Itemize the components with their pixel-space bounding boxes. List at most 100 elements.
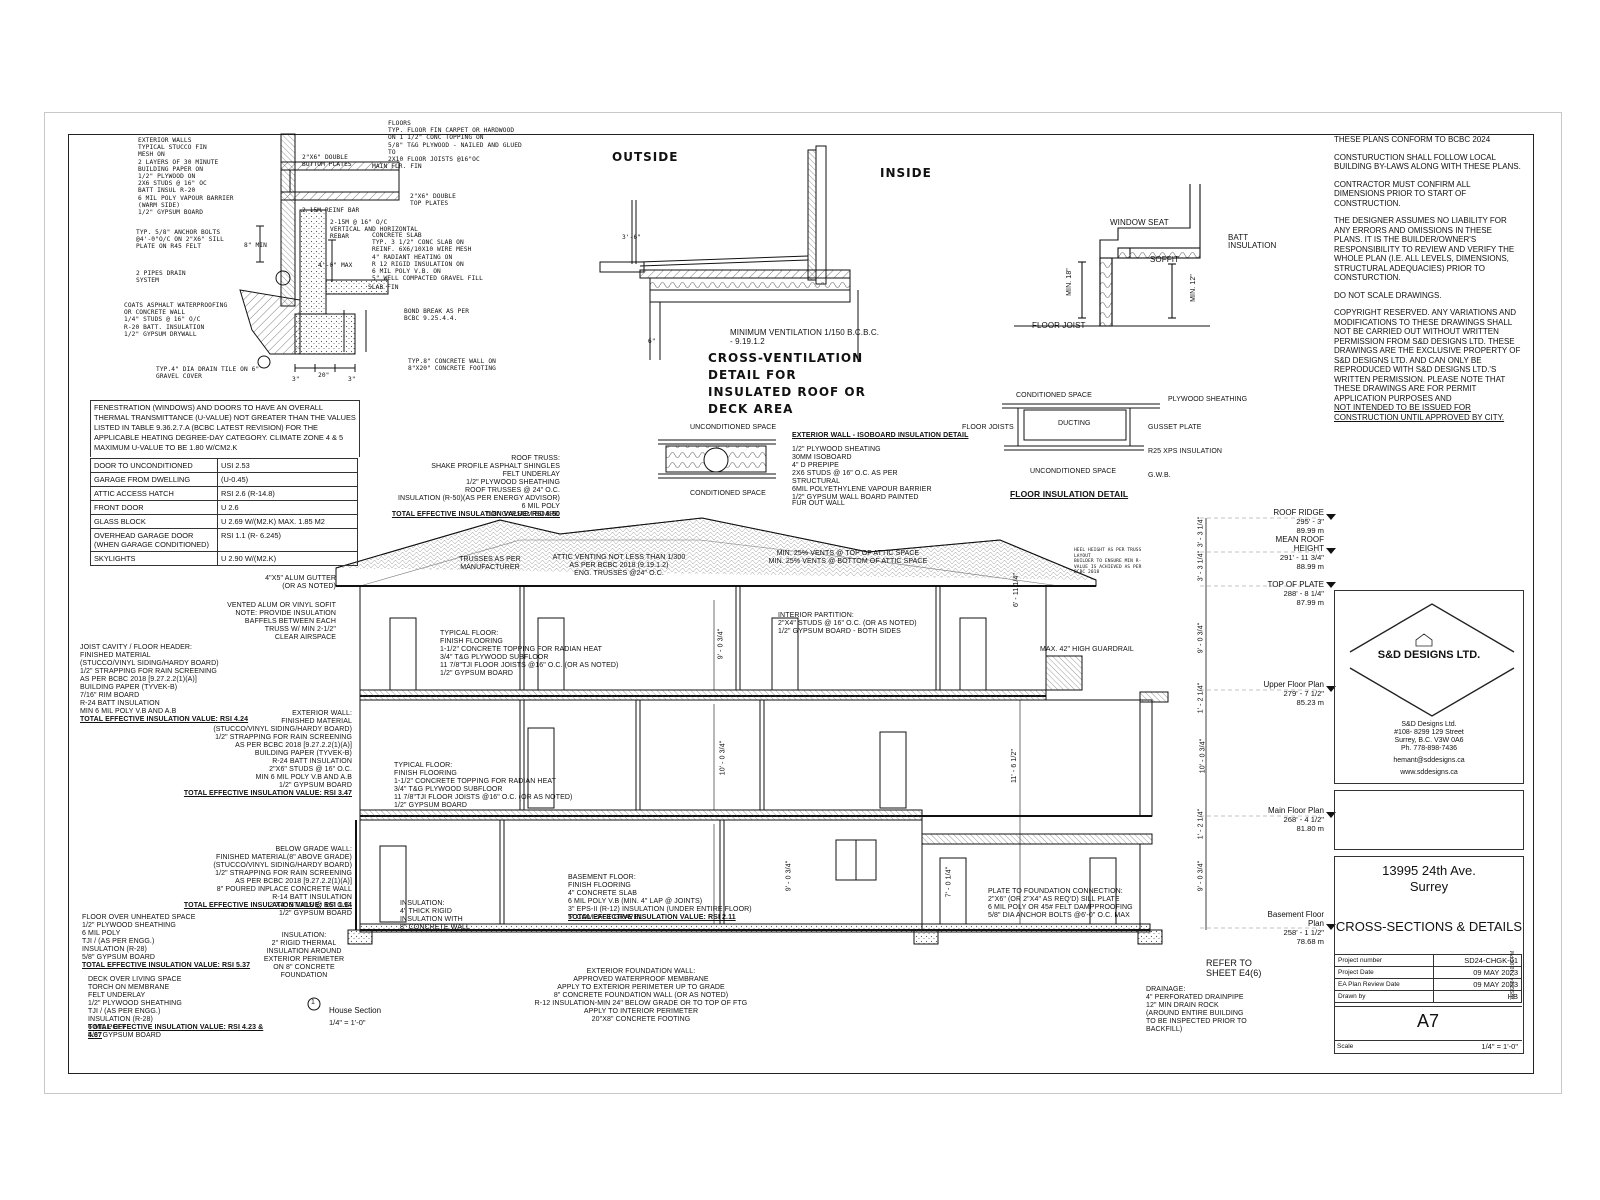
fenestration-header: FENESTRATION (WINDOWS) AND DOORS TO HAVE…	[90, 400, 360, 457]
conditioned-space-label: CONDITIONED SPACE	[1016, 392, 1092, 399]
fenestration-value: RSI 2.6 (R-14.8)	[217, 486, 358, 501]
project-address-line1: 13995 24th Ave.	[1382, 863, 1476, 878]
fenestration-value: RSI 1.1 (R- 6.245)	[217, 528, 358, 552]
floor-joist-label: FLOOR JOIST	[1032, 321, 1086, 330]
dim-base-height: 9' - 0 3/4"	[785, 860, 793, 892]
inside-label: INSIDE	[880, 166, 932, 180]
house-section-title: House Section	[329, 1006, 382, 1015]
fur-out-wall: FUR OUT WALL	[792, 500, 845, 507]
concrete-wall-footing: TYP.8" CONCRETE WALL ON 8"X20" CONCRETE …	[408, 358, 496, 373]
window-seat-label: WINDOW SEAT	[1110, 218, 1169, 227]
joist-cavity-notes: JOIST CAVITY / FLOOR HEADER: FINISHED MA…	[80, 644, 219, 715]
general-note-3: CONTRACTOR MUST CONFIRM ALL DIMENSIONS P…	[1334, 179, 1471, 208]
dim-main-height: 10' - 0 3/4"	[719, 740, 727, 776]
scale-value: 1/4" = 1'-0"	[1481, 1042, 1518, 1051]
heel-height: HEEL HEIGHT AS PER TRUSS LAYOUT BUILDER …	[1074, 548, 1142, 575]
general-note-5: DO NOT SCALE DRAWINGS.	[1334, 290, 1442, 300]
joist-cavity-total: TOTAL EFFECTIVE INSULATION VALUE: RSI 4.…	[80, 716, 249, 723]
company-email[interactable]: hemant@sddesigns.ca	[1393, 757, 1465, 764]
floor-unheated-total: TOTAL EFFECTIVE INSULATION VALUE: RSI 5.…	[82, 962, 251, 969]
slab-notes: CONCRETE SLAB TYP. 3 1/2" CONC SLAB ON R…	[372, 232, 483, 283]
deck-total: TOTAL EFFECTIVE INSULATION VALUE: RSI 4.…	[88, 1024, 264, 1039]
below-grade-notes: BELOW GRADE WALL: FINISHED MATERIAL(8" A…	[213, 846, 352, 917]
outside-label: OUTSIDE	[612, 150, 679, 164]
sheet-border-outer	[44, 112, 1562, 1094]
floor-insulation-title: FLOOR INSULATION DETAIL	[1010, 489, 1129, 499]
anchor-bolts: TYP. 5/8" ANCHOR BOLTS @4'-0"O/C ON 2"X6…	[136, 229, 224, 251]
batt-insulation-label: BATT INSULATION	[1228, 233, 1277, 250]
company-name: S&D Designs Ltd.	[1401, 721, 1457, 728]
slab-fin: SLAB FIN	[368, 284, 399, 291]
scale-row: Scale 1/4" = 1'-0"	[1334, 1040, 1522, 1053]
company-address: S&D Designs Ltd. #108- 8299 129 Street S…	[1335, 721, 1523, 753]
general-note-2: CONSTURUCTION SHALL FOLLOW LOCAL BUILDIN…	[1334, 152, 1521, 172]
level-top-of-plate: TOP OF PLATE 288' - 8 1/4" 87.99 m	[1267, 580, 1324, 607]
floor-insulation-detail	[1002, 403, 1160, 451]
guardrail-note: MAX. 42" HIGH GUARDRAIL	[1040, 646, 1134, 653]
r25-xps-label: R25 XPS INSULATION	[1148, 448, 1223, 455]
dim-r5: 10' - 0 3/4"	[1199, 738, 1207, 774]
fenestration-row: GARAGE FROM DWELLING(U-0.45)	[90, 472, 358, 487]
fenestration-value: U 2.6	[217, 500, 358, 515]
basement-floor-notes: BASEMENT FLOOR: FINISH FLOORING 4" CONCR…	[568, 874, 752, 921]
fenestration-item: FRONT DOOR	[90, 500, 218, 515]
exterior-wall-total: TOTAL EFFECTIVE INSULATION VALUE: RSI 3.…	[183, 790, 352, 797]
general-note-1: THESE PLANS CONFORM TO BCBC 2024	[1334, 135, 1491, 144]
fenestration-value: USI 2.53	[217, 458, 358, 473]
dim-r2: 3' - 3 1/4"	[1197, 550, 1205, 582]
dim-r4: 1' - 2 1/4"	[1197, 682, 1205, 714]
project-meta-label: Project Date	[1333, 966, 1435, 979]
exterior-wall-notes: EXTERIOR WALL: FINISHED MATERIAL (STUCCO…	[213, 710, 352, 789]
project-meta-label: EA Plan Review Date	[1333, 978, 1435, 991]
below-grade-total: TOTAL EFFECTIVE INSULATION VALUE: RSI 1.…	[183, 902, 352, 909]
dim-r1: 3' - 3 1/4"	[1197, 516, 1205, 548]
general-note-4: THE DESIGNER ASSUMES NO LIABILITY FOR AN…	[1334, 216, 1515, 282]
cross-vent-title: CROSS-VENTILATION DETAIL FOR INSULATED R…	[708, 351, 866, 416]
house-section-drawing	[335, 514, 1336, 945]
fenestration-item: SKYLIGHTS	[90, 551, 218, 566]
company-block: S&D DESIGNS LTD. S&D Designs Ltd. #108- …	[1334, 590, 1524, 784]
gutter-note: 4"X5" ALUM GUTTER (OR AS NOTED)	[265, 575, 336, 590]
reinf-bar: 2-15M REINF BAR	[302, 207, 360, 214]
copyright-underlined: NOT INTENDED TO BE ISSUED FOR CONSTRUCTI…	[1334, 403, 1505, 422]
dim-r3: 9' - 0 3/4"	[1197, 622, 1205, 654]
plate-foundation-notes: PLATE TO FOUNDATION CONNECTION: 2"X6" (O…	[988, 888, 1133, 919]
sheet-title: CROSS-SECTIONS & DETAILS	[1335, 919, 1523, 934]
dim-3-6: 3'-6"	[622, 234, 642, 241]
section-marker	[307, 997, 321, 1011]
fenestration-value: U 2.69 W/(M2.K) MAX. 1.85 M2	[217, 514, 358, 529]
drain-system: 2 PIPES DRAIN SYSTEM	[136, 270, 186, 285]
iso-unconditioned: UNCONDITIONED SPACE	[690, 424, 777, 431]
insulation-rigid: INSULATION: 4" THICK RIGID INSULATION WI…	[400, 900, 470, 931]
bond-break: BOND BREAK AS PER BCBC 9.25.4.4.	[404, 308, 470, 323]
sheet-number: A7	[1416, 1011, 1440, 1031]
dim-r7: 9' - 0 3/4"	[1197, 860, 1205, 892]
company-website[interactable]: www.sddesigns.ca	[1400, 769, 1458, 776]
dim-upper-height: 9' - 0 3/4"	[717, 628, 725, 660]
fenestration-item: DOOR TO UNCONDITIONED	[90, 458, 218, 473]
level-main-floor: Main Floor Plan 268' - 4 1/2" 81.80 m	[1267, 806, 1324, 833]
floors-notes: FLOORS TYP. FLOOR FIN CARPET OR HARDWOOD…	[388, 120, 522, 164]
fenestration-item: OVERHEAD GARAGE DOOR (WHEN GARAGE CONDIT…	[90, 528, 218, 552]
min-18: MIN. 18"	[1065, 268, 1073, 296]
trusses-manufacturer: TRUSSES AS PER MANUFACTURER	[459, 556, 521, 571]
sheet-border-inner	[68, 134, 1534, 1074]
project-meta-value: 09 MAY 2023	[1433, 978, 1522, 991]
project-meta-value: HB	[1433, 990, 1522, 1003]
double-top-plates: 2"X6" DOUBLE TOP PLATES	[410, 193, 456, 208]
project-meta-label: Project number	[1333, 954, 1435, 967]
vertical-rebar: 2-15M @ 16" O/C VERTICAL AND HORIZONTAL …	[330, 219, 418, 241]
project-address-line2: Surrey	[1409, 879, 1449, 894]
min-ventilation: MINIMUM VENTILATION 1/150 B.C.B.C. - 9.1…	[730, 328, 880, 346]
project-meta-value: 09 MAY 2023	[1433, 966, 1522, 979]
foundation-wall-notes: EXTERIOR FOUNDATION WALL: APPROVED WATER…	[534, 968, 748, 1023]
isoboard-notes: 1/2" PLYWOOD SHEATING 30MM ISOBOARD 4" D…	[792, 446, 932, 501]
min-12: MIN. 12"	[1189, 274, 1197, 302]
